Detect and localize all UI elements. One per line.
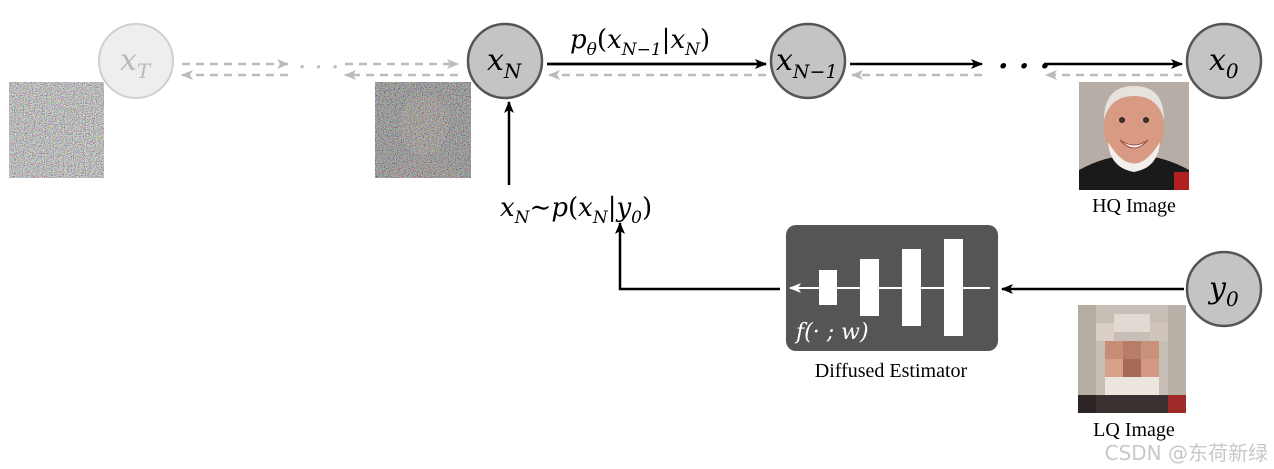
- faded-ellipsis: · · ·: [298, 53, 339, 83]
- node-xN-1-label: xN−1: [776, 43, 838, 83]
- sample-label: xN∼p(xN|y0): [500, 193, 652, 228]
- estimator-function-label: f(· ; w): [794, 320, 869, 345]
- solid-ellipsis: · · ·: [998, 49, 1050, 84]
- node-xN: [466, 22, 544, 100]
- hq-image: [1079, 82, 1189, 190]
- lq-image: [1078, 305, 1186, 413]
- hq-caption: HQ Image: [1092, 195, 1176, 217]
- estimator-caption: Diffused Estimator: [815, 360, 968, 382]
- watermark: CSDN @东荷新绿: [1105, 441, 1268, 465]
- node-y0: [1185, 250, 1263, 328]
- node-xT: [98, 23, 174, 99]
- noise-image-xN: [375, 82, 471, 178]
- node-xN-label: xN: [487, 43, 523, 83]
- transition-label: pθ(xN−1|xN): [570, 25, 710, 60]
- lq-caption: LQ Image: [1093, 419, 1175, 441]
- arrow-estimator-to-sample: [615, 222, 780, 291]
- diffused-estimator-box: f(· ; w): [786, 225, 998, 351]
- faded-chain: xT · · ·: [98, 23, 459, 99]
- node-x0-label: x0: [1209, 43, 1239, 83]
- node-xT-label: xT: [120, 43, 152, 83]
- noise-image-xT: [9, 82, 104, 178]
- node-x0: [1185, 22, 1263, 100]
- node-y0-label: y0: [1207, 271, 1239, 311]
- node-xN-1: [769, 22, 847, 100]
